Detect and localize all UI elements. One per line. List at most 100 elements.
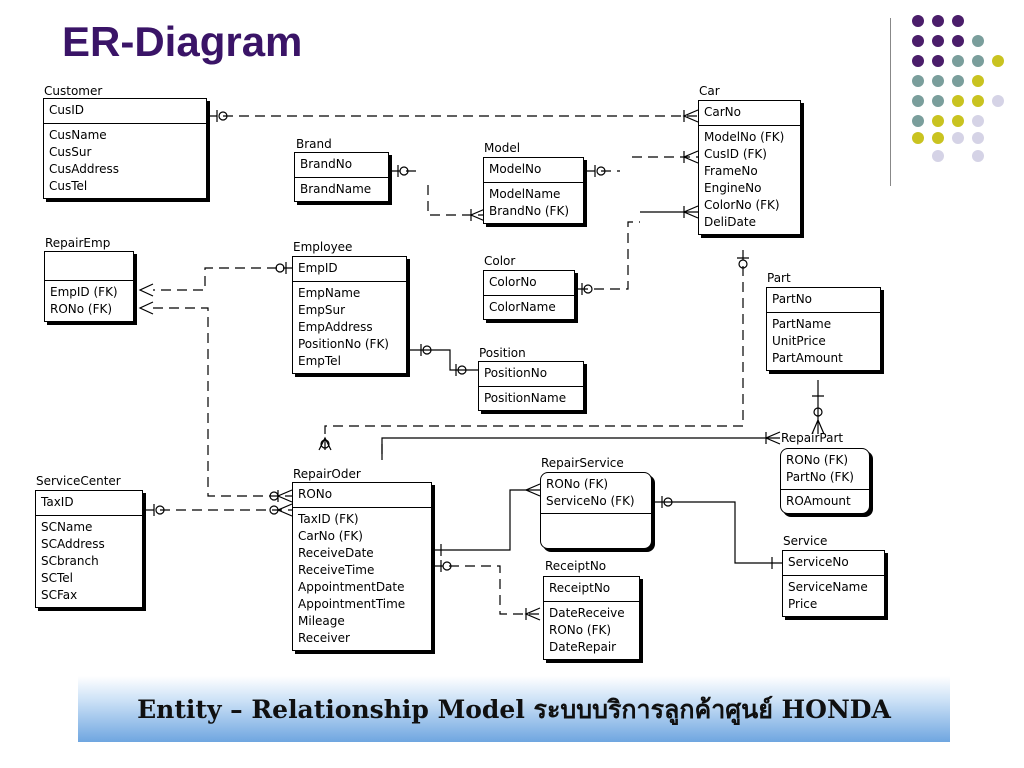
dot-decoration — [912, 95, 924, 107]
entity-attribute: CusAddress — [49, 162, 120, 176]
entity-key-section: PartNo — [767, 288, 880, 313]
entity-attribute: BrandName — [300, 182, 372, 196]
dot-decoration — [952, 55, 964, 67]
entity-color: ColorNo ColorName — [483, 270, 575, 320]
entity-attribute: Price — [788, 597, 818, 611]
entity-key-section: RONo (FK) PartNo (FK) — [781, 449, 869, 490]
entity-attribute-section: ServiceName Price — [783, 576, 884, 616]
dot-decoration — [972, 35, 984, 47]
entity-servicecenter: TaxID SCName SCAddress SCbranch SCTel SC… — [35, 490, 143, 608]
dot-decoration — [912, 115, 924, 127]
entity-attribute: ReceiptNo — [549, 581, 611, 595]
cardinality-circle — [596, 166, 606, 176]
entity-attribute: TaxID (FK) — [298, 512, 359, 526]
entity-label: RepairEmp — [45, 236, 111, 250]
entity-attribute: CusID — [49, 103, 85, 117]
entity-attribute: RONo (FK) — [549, 623, 612, 637]
entity-attribute: ColorName — [489, 300, 556, 314]
dot-decoration — [932, 115, 944, 127]
entity-attribute: Receiver — [298, 631, 350, 645]
entity-key-section: RONo (FK) ServiceNo (FK) — [541, 473, 651, 514]
dot-decoration — [932, 55, 944, 67]
entity-attribute: BrandNo — [300, 157, 353, 171]
entity-attribute-section: ColorName — [484, 296, 574, 319]
cardinality-circle — [813, 407, 823, 417]
entity-attribute-section: ModelName BrandNo (FK) — [484, 183, 583, 223]
entity-key-section: ModelNo — [484, 158, 583, 183]
dot-decoration — [912, 15, 924, 27]
entity-attribute-section — [541, 514, 651, 548]
entity-part: PartNo PartName UnitPrice PartAmount — [766, 287, 881, 371]
entity-attribute: SCAddress — [41, 537, 105, 551]
entity-label: Position — [479, 346, 526, 360]
dot-decoration — [932, 150, 944, 162]
dot-decoration — [932, 75, 944, 87]
cardinality-circle — [275, 263, 285, 273]
entity-attribute: EngineNo — [704, 181, 762, 195]
entity-repairoder: RONo TaxID (FK) CarNo (FK) ReceiveDate R… — [292, 482, 432, 651]
entity-label: Color — [484, 254, 516, 268]
entity-attribute: CarNo — [704, 105, 741, 119]
rel-repairoder-receipt — [433, 565, 540, 615]
entity-key-section — [45, 252, 133, 281]
entity-attribute: CusSur — [49, 145, 92, 159]
cardinality-circle — [583, 284, 593, 294]
dot-decoration — [952, 132, 964, 144]
entity-attribute: ModelName — [489, 187, 561, 201]
entity-attribute-section: EmpID (FK) RONo (FK) — [45, 281, 133, 321]
dot-decoration — [972, 115, 984, 127]
entity-attribute: ServiceNo (FK) — [546, 494, 635, 508]
page-title: ER-Diagram — [62, 18, 303, 65]
entity-label: ReceiptNo — [545, 559, 607, 573]
entity-attribute: DateReceive — [549, 606, 625, 620]
entity-key-section: BrandNo — [295, 153, 388, 178]
cardinality-circle — [457, 365, 467, 375]
entity-attribute: RONo (FK) — [786, 453, 849, 467]
entity-attribute-section: PartName UnitPrice PartAmount — [767, 313, 880, 370]
dot-decoration — [932, 35, 944, 47]
dot-decoration — [972, 95, 984, 107]
entity-attribute-section: ModelNo (FK) CusID (FK) FrameNo EngineNo… — [699, 126, 800, 234]
rel-color-car — [578, 221, 640, 290]
entity-label: Model — [484, 141, 521, 155]
rel-repairoder-repairpart — [381, 437, 780, 454]
entity-attribute: CusTel — [49, 179, 88, 193]
entity-label: RepairPart — [781, 431, 844, 445]
entity-key-section: EmpID — [293, 257, 406, 282]
dot-decoration — [972, 75, 984, 87]
entity-attribute: ROAmount — [786, 494, 851, 508]
dot-decoration — [912, 132, 924, 144]
entity-label: ServiceCenter — [36, 474, 121, 488]
dot-decoration — [972, 55, 984, 67]
caption-banner: Entity – Relationship Model ระบบบริการลู… — [78, 676, 950, 742]
entity-attribute: PositionNo (FK) — [298, 337, 389, 351]
crowfoot-marker — [138, 301, 154, 315]
dot-decoration — [992, 95, 1004, 107]
rel-employee-position — [407, 349, 478, 371]
entity-employee: EmpID EmpName EmpSur EmpAddress Position… — [292, 256, 407, 374]
crowfoot-marker — [811, 418, 825, 435]
entity-attribute: ReceiveDate — [298, 546, 374, 560]
dot-decoration — [932, 95, 944, 107]
entity-customer: CusID CusName CusSur CusAddress CusTel — [43, 98, 207, 199]
entity-attribute: ModelNo (FK) — [704, 130, 785, 144]
entity-attribute: ReceiveTime — [298, 563, 375, 577]
entity-attribute: PartAmount — [772, 351, 843, 365]
entity-attribute-section: EmpName EmpSur EmpAddress PositionNo (FK… — [293, 282, 406, 373]
entity-attribute: ServiceName — [788, 580, 868, 594]
entity-attribute: ColorNo (FK) — [704, 198, 780, 212]
entity-repairemp: EmpID (FK) RONo (FK) — [44, 251, 134, 322]
entity-label: Part — [767, 271, 791, 285]
entity-attribute: AppointmentTime — [298, 597, 406, 611]
entity-attribute: PositionName — [484, 391, 567, 405]
entity-label: RepairOder — [293, 467, 361, 481]
entity-receiptno: ReceiptNo DateReceive RONo (FK) DateRepa… — [543, 576, 640, 660]
entity-key-section: RONo — [293, 483, 431, 508]
dot-decoration — [912, 55, 924, 67]
cardinality-circle — [422, 345, 432, 355]
crowfoot-marker — [682, 109, 699, 123]
entity-attribute: PartNo (FK) — [786, 470, 854, 484]
entity-attribute: RONo (FK) — [546, 477, 609, 491]
crowfoot-marker — [138, 283, 154, 297]
